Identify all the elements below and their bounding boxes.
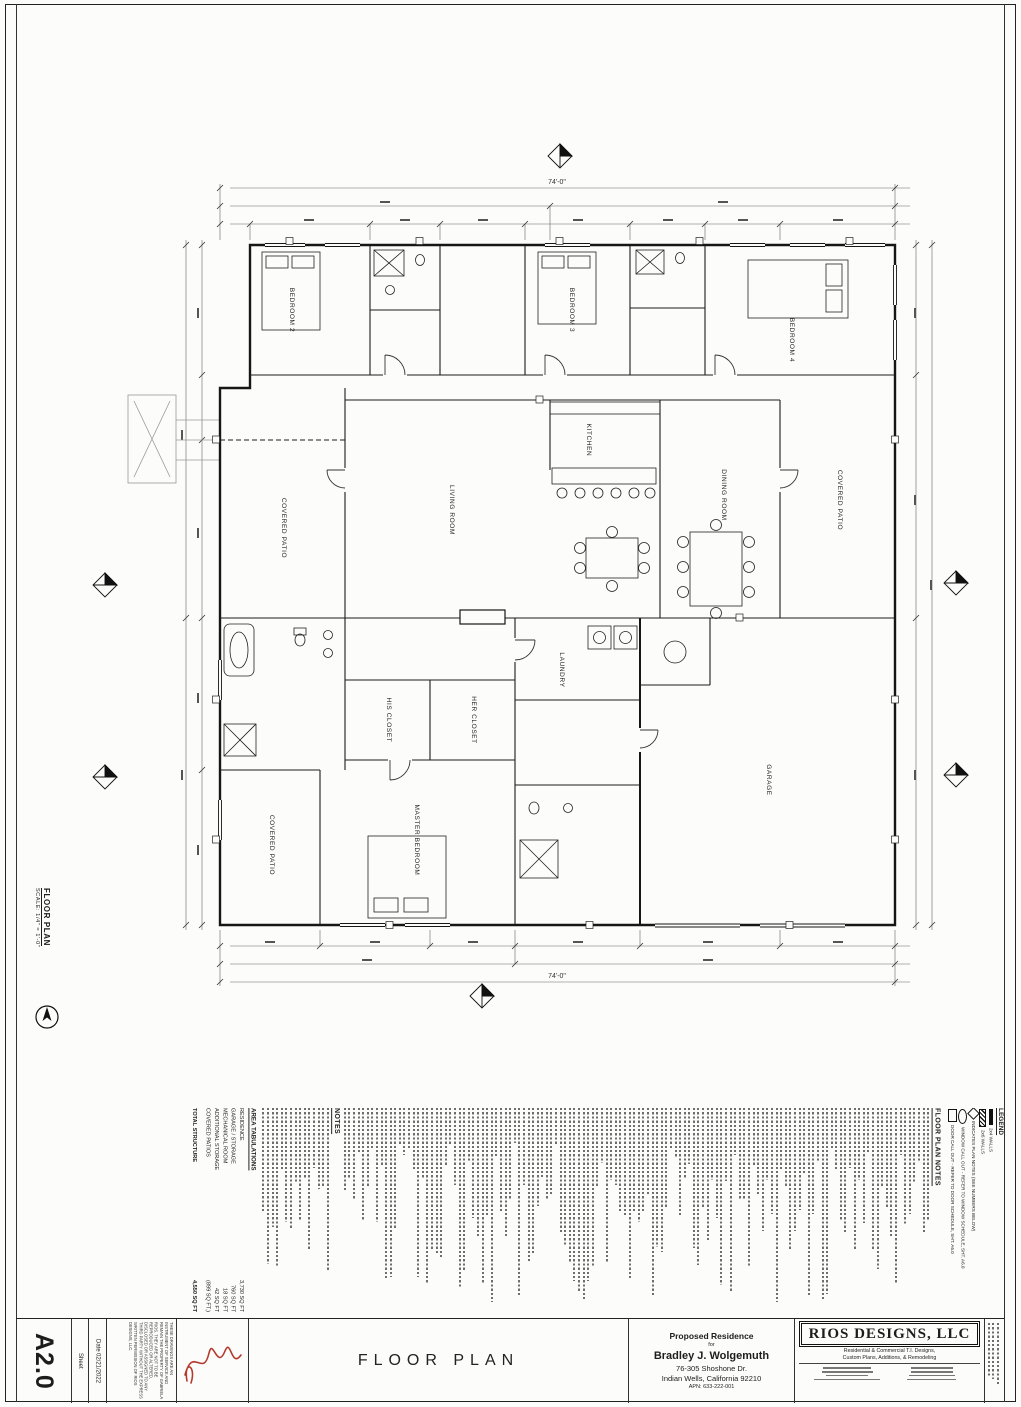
drawing-title: FLOOR PLAN <box>42 888 51 946</box>
room-label: LAUNDRY <box>558 652 565 687</box>
windows <box>217 242 898 928</box>
sheet-number: A2.0 <box>30 1332 58 1390</box>
legend-item: 2x6 WALLS <box>979 1108 987 1308</box>
exterior-walls <box>218 243 897 927</box>
project-address1: 76-305 Shoshone Dr. <box>676 1364 747 1374</box>
plan-note-markers <box>212 237 899 929</box>
revision-strip <box>984 1319 1004 1403</box>
room-label: BEDROOM 4 <box>788 318 795 362</box>
notes-title: NOTES <box>333 1108 341 1135</box>
overall-dimension-bottom: 74'-0" <box>548 973 566 980</box>
room-label: HIS CLOSET <box>385 698 392 743</box>
room-label: HER CLOSET <box>470 696 477 744</box>
drawing-scale: SCALE: 1/4" = 1'-0" <box>34 888 40 948</box>
room-label: KITCHEN <box>585 424 592 457</box>
notes-text <box>262 1108 329 1312</box>
firm-block: RIOS DESIGNS, LLC Residential & Commerci… <box>794 1319 984 1403</box>
firm-contact-left <box>809 1367 886 1382</box>
sheet-title: FLOOR PLAN <box>248 1319 628 1403</box>
floor-plan-drawing: 74'-0" 74'-0" <box>92 142 970 1009</box>
legend-item: INDICATES PLAN NOTES (SEE NUMBERS BELOW) <box>966 1108 980 1308</box>
firm-contact <box>799 1366 980 1383</box>
project-info: Proposed Residence for Bradley J. Wolgem… <box>628 1319 794 1403</box>
firm-logo: RIOS DESIGNS, LLC <box>799 1321 980 1347</box>
plan-note-symbol-icon <box>966 1108 980 1120</box>
project-client: Bradley J. Wolgemuth <box>653 1349 770 1362</box>
title-block: A2.0 Sheet Date 02/21/2022 THESE DRAWING… <box>16 1318 1004 1403</box>
floor-plan-notes-text <box>343 1108 930 1312</box>
signature-cell <box>176 1319 248 1403</box>
room-label: LIVING ROOM <box>448 485 455 535</box>
room-label: COVERED PATIO <box>268 815 275 875</box>
drawing-title-block: FLOOR PLAN SCALE: 1/4" = 1'-0" <box>34 888 51 1008</box>
door-callout-symbol-icon <box>947 1109 957 1122</box>
legend-item: WINDOW CALL OUT - REFER TO WINDOW SCHEDU… <box>958 1108 968 1308</box>
room-label: COVERED PATIO <box>280 498 287 558</box>
annex-outline <box>127 394 220 484</box>
legend-item: DOOR CALL OUT - REFER TO DOOR SCHEDULE, … <box>947 1108 957 1308</box>
notes-band: LEGEND 2x4 WALLS 2x6 WALLS INDICATES PLA… <box>158 1108 1004 1312</box>
firm-contact-right <box>894 1367 971 1382</box>
room-label: MASTER BEDROOM <box>413 805 420 876</box>
room-labels: BEDROOM 2 BEDROOM 3 BEDROOM 4 LIVING ROO… <box>268 288 843 876</box>
date-value: 02/21/2022 <box>94 1353 101 1384</box>
project-address2: Indian Wells, California 92210 <box>661 1373 762 1383</box>
wall-2x4-symbol-icon <box>988 1109 993 1125</box>
doors <box>326 354 799 781</box>
window-callout-symbol-icon <box>958 1109 968 1124</box>
section-marker-icons <box>92 142 970 1009</box>
fixtures <box>223 249 849 919</box>
room-label: DINING ROOM <box>720 469 727 520</box>
copyright-disclaimer: THESE DRAWINGS ARE AN INSTRUMENT OF SERV… <box>106 1319 176 1403</box>
overall-dimension-top: 74'-0" <box>548 179 566 186</box>
signature <box>184 1346 242 1384</box>
project-apn: APN: 633-222-001 <box>688 1384 735 1391</box>
area-tabulations-title: AREA TABULATIONS <box>249 1108 257 1171</box>
room-label: COVERED PATIO <box>836 470 843 530</box>
area-row: COVERED PATIOS(899 SQ FT.) <box>204 1108 211 1312</box>
project-for: for <box>708 1341 715 1348</box>
legend-item: 2x4 WALLS <box>988 1108 994 1308</box>
wall-2x6-symbol-icon <box>979 1109 987 1127</box>
room-label: BEDROOM 3 <box>568 288 575 332</box>
sheet-label: Sheet <box>71 1319 88 1403</box>
date-label: Date <box>94 1338 101 1352</box>
legend-title: LEGEND <box>997 1108 1004 1136</box>
room-label: GARAGE <box>765 764 772 795</box>
project-heading: Proposed Residence <box>669 1331 754 1342</box>
floor-plan-notes-title: FLOOR PLAN NOTES <box>933 1108 941 1186</box>
date-cell: Date 02/21/2022 <box>88 1319 106 1403</box>
north-arrow-icon <box>35 1005 59 1029</box>
room-label: BEDROOM 2 <box>288 288 295 332</box>
sheet-border-inner-left <box>16 4 17 1402</box>
sheet-border-inner-right <box>1004 4 1005 1402</box>
dimension-lines: 74'-0" 74'-0" <box>181 179 936 986</box>
legend: LEGEND 2x4 WALLS 2x6 WALLS INDICATES PLA… <box>947 1108 1004 1312</box>
fireplace <box>459 609 506 625</box>
garage-doors <box>655 921 845 929</box>
firm-tagline: Residential & Commercial T.I. Designs,Cu… <box>799 1348 980 1365</box>
sheet-border <box>5 4 1016 1402</box>
